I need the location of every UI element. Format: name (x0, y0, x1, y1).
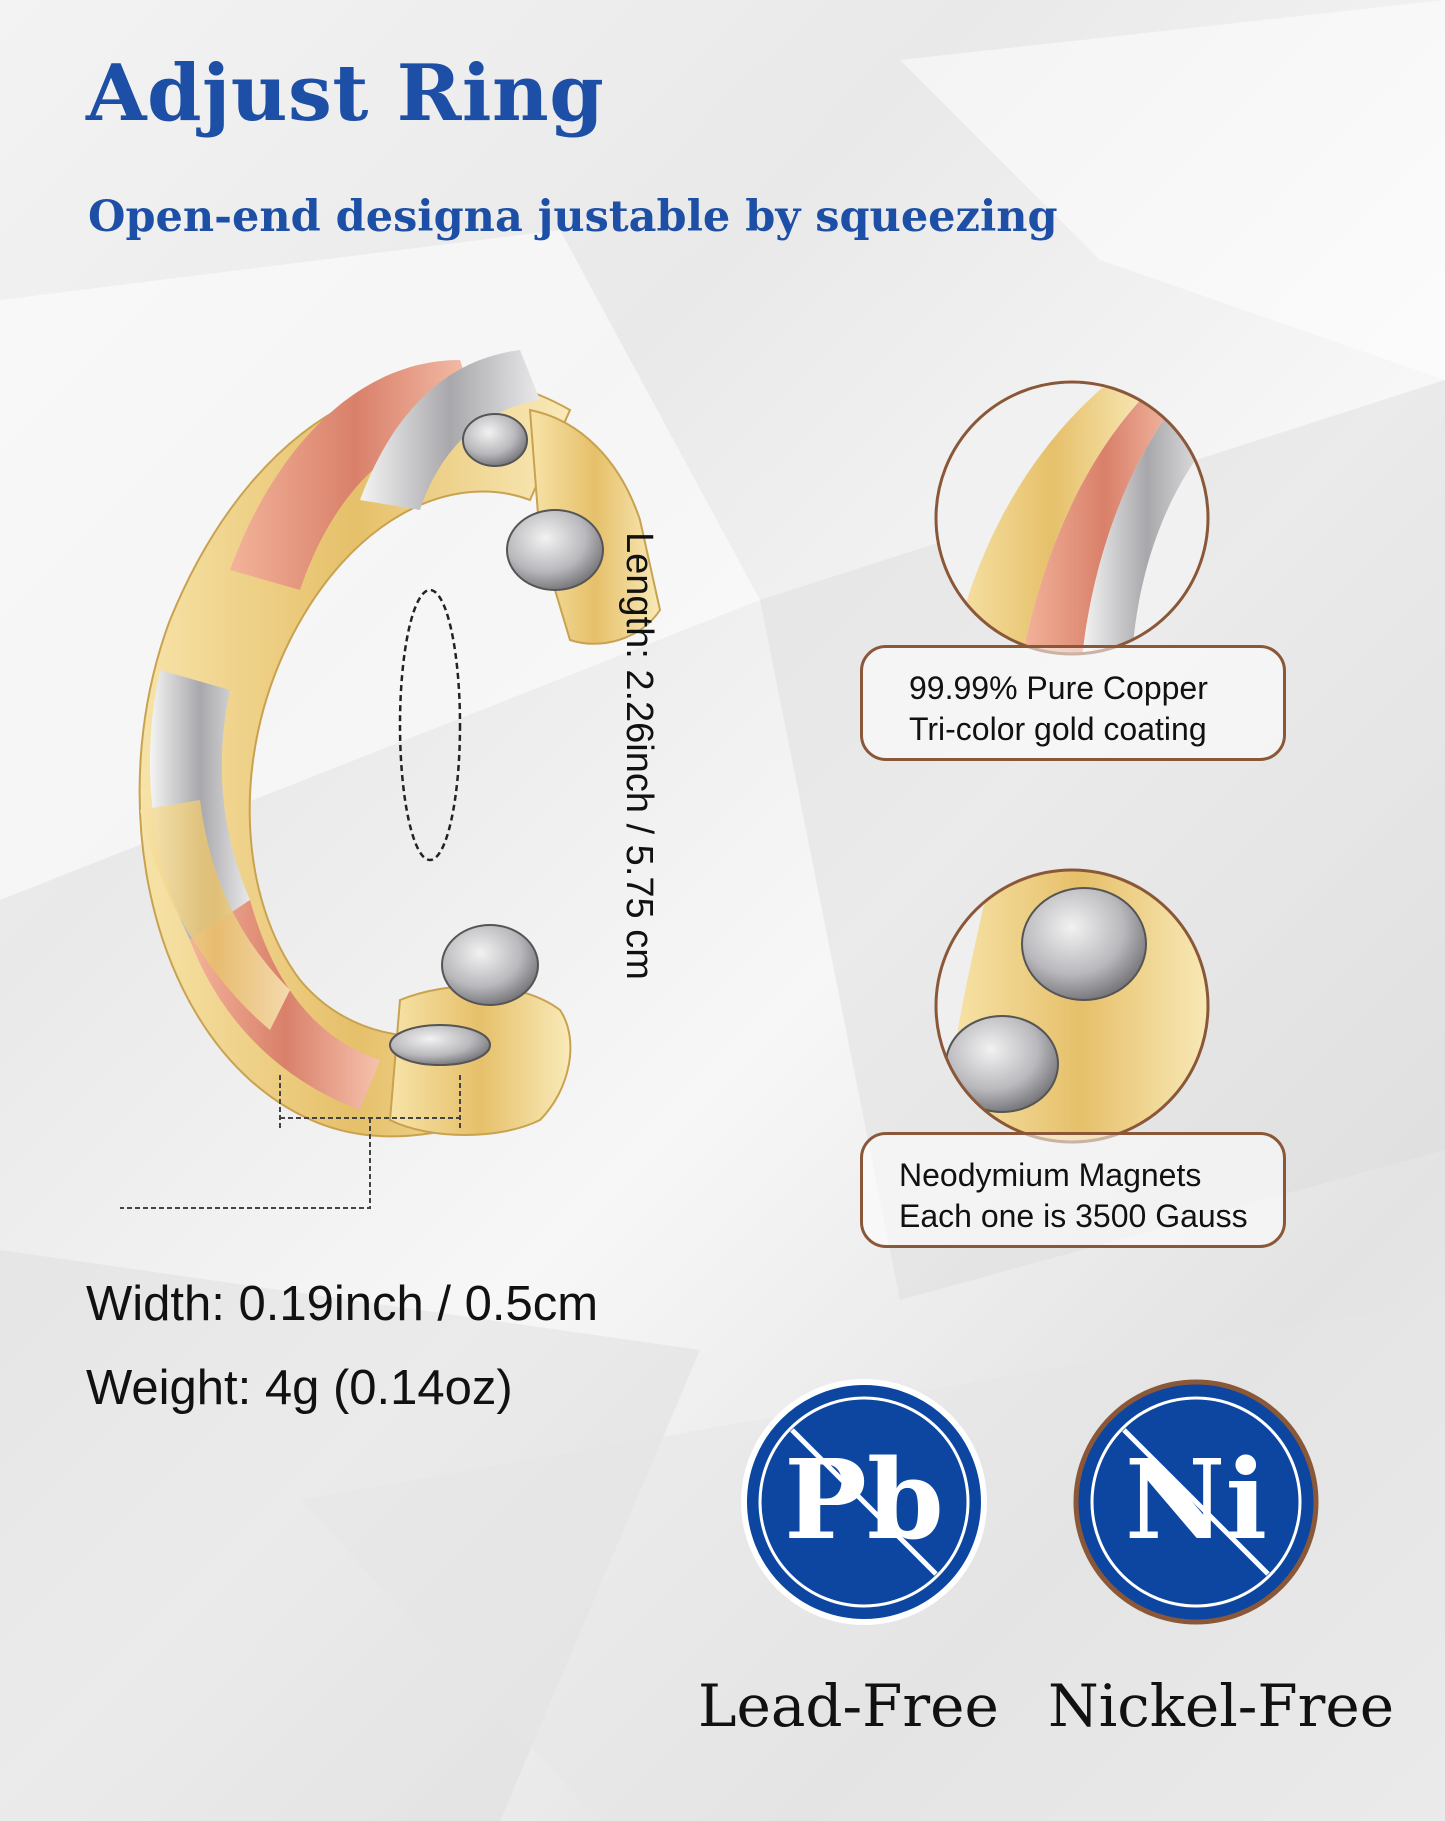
width-spec: Width: 0.19inch / 0.5cm (86, 1277, 599, 1331)
nickel-free-badge: Ni (1073, 1379, 1319, 1625)
magnet-line-1: Neodymium Magnets (899, 1157, 1202, 1193)
length-label: Length: 2.26inch / 5.75 cm (618, 532, 660, 980)
coating-closeup (934, 380, 1210, 656)
lead-free-caption: Lead-Free (698, 1672, 999, 1740)
ring-illustration (120, 350, 662, 1209)
page-title: Adjust Ring (86, 48, 605, 139)
nickel-free-caption: Nickel-Free (1048, 1672, 1395, 1740)
page-subtitle: Open-end designa justable by squeezing (88, 192, 1058, 242)
magnet-callout: Neodymium Magnets Each one is 3500 Gauss (860, 1132, 1286, 1248)
coating-callout: 99.99% Pure Copper Tri-color gold coatin… (860, 645, 1286, 761)
coating-line-2: Tri-color gold coating (909, 711, 1207, 747)
lead-symbol: Pb (784, 1435, 944, 1564)
coating-line-1: 99.99% Pure Copper (909, 670, 1208, 706)
magnet-line-2: Each one is 3500 Gauss (899, 1198, 1248, 1234)
magnet-closeup (934, 868, 1210, 1144)
lead-free-badge: Pb (741, 1379, 987, 1625)
weight-spec: Weight: 4g (0.14oz) (86, 1361, 513, 1415)
nickel-symbol: Ni (1125, 1435, 1267, 1564)
